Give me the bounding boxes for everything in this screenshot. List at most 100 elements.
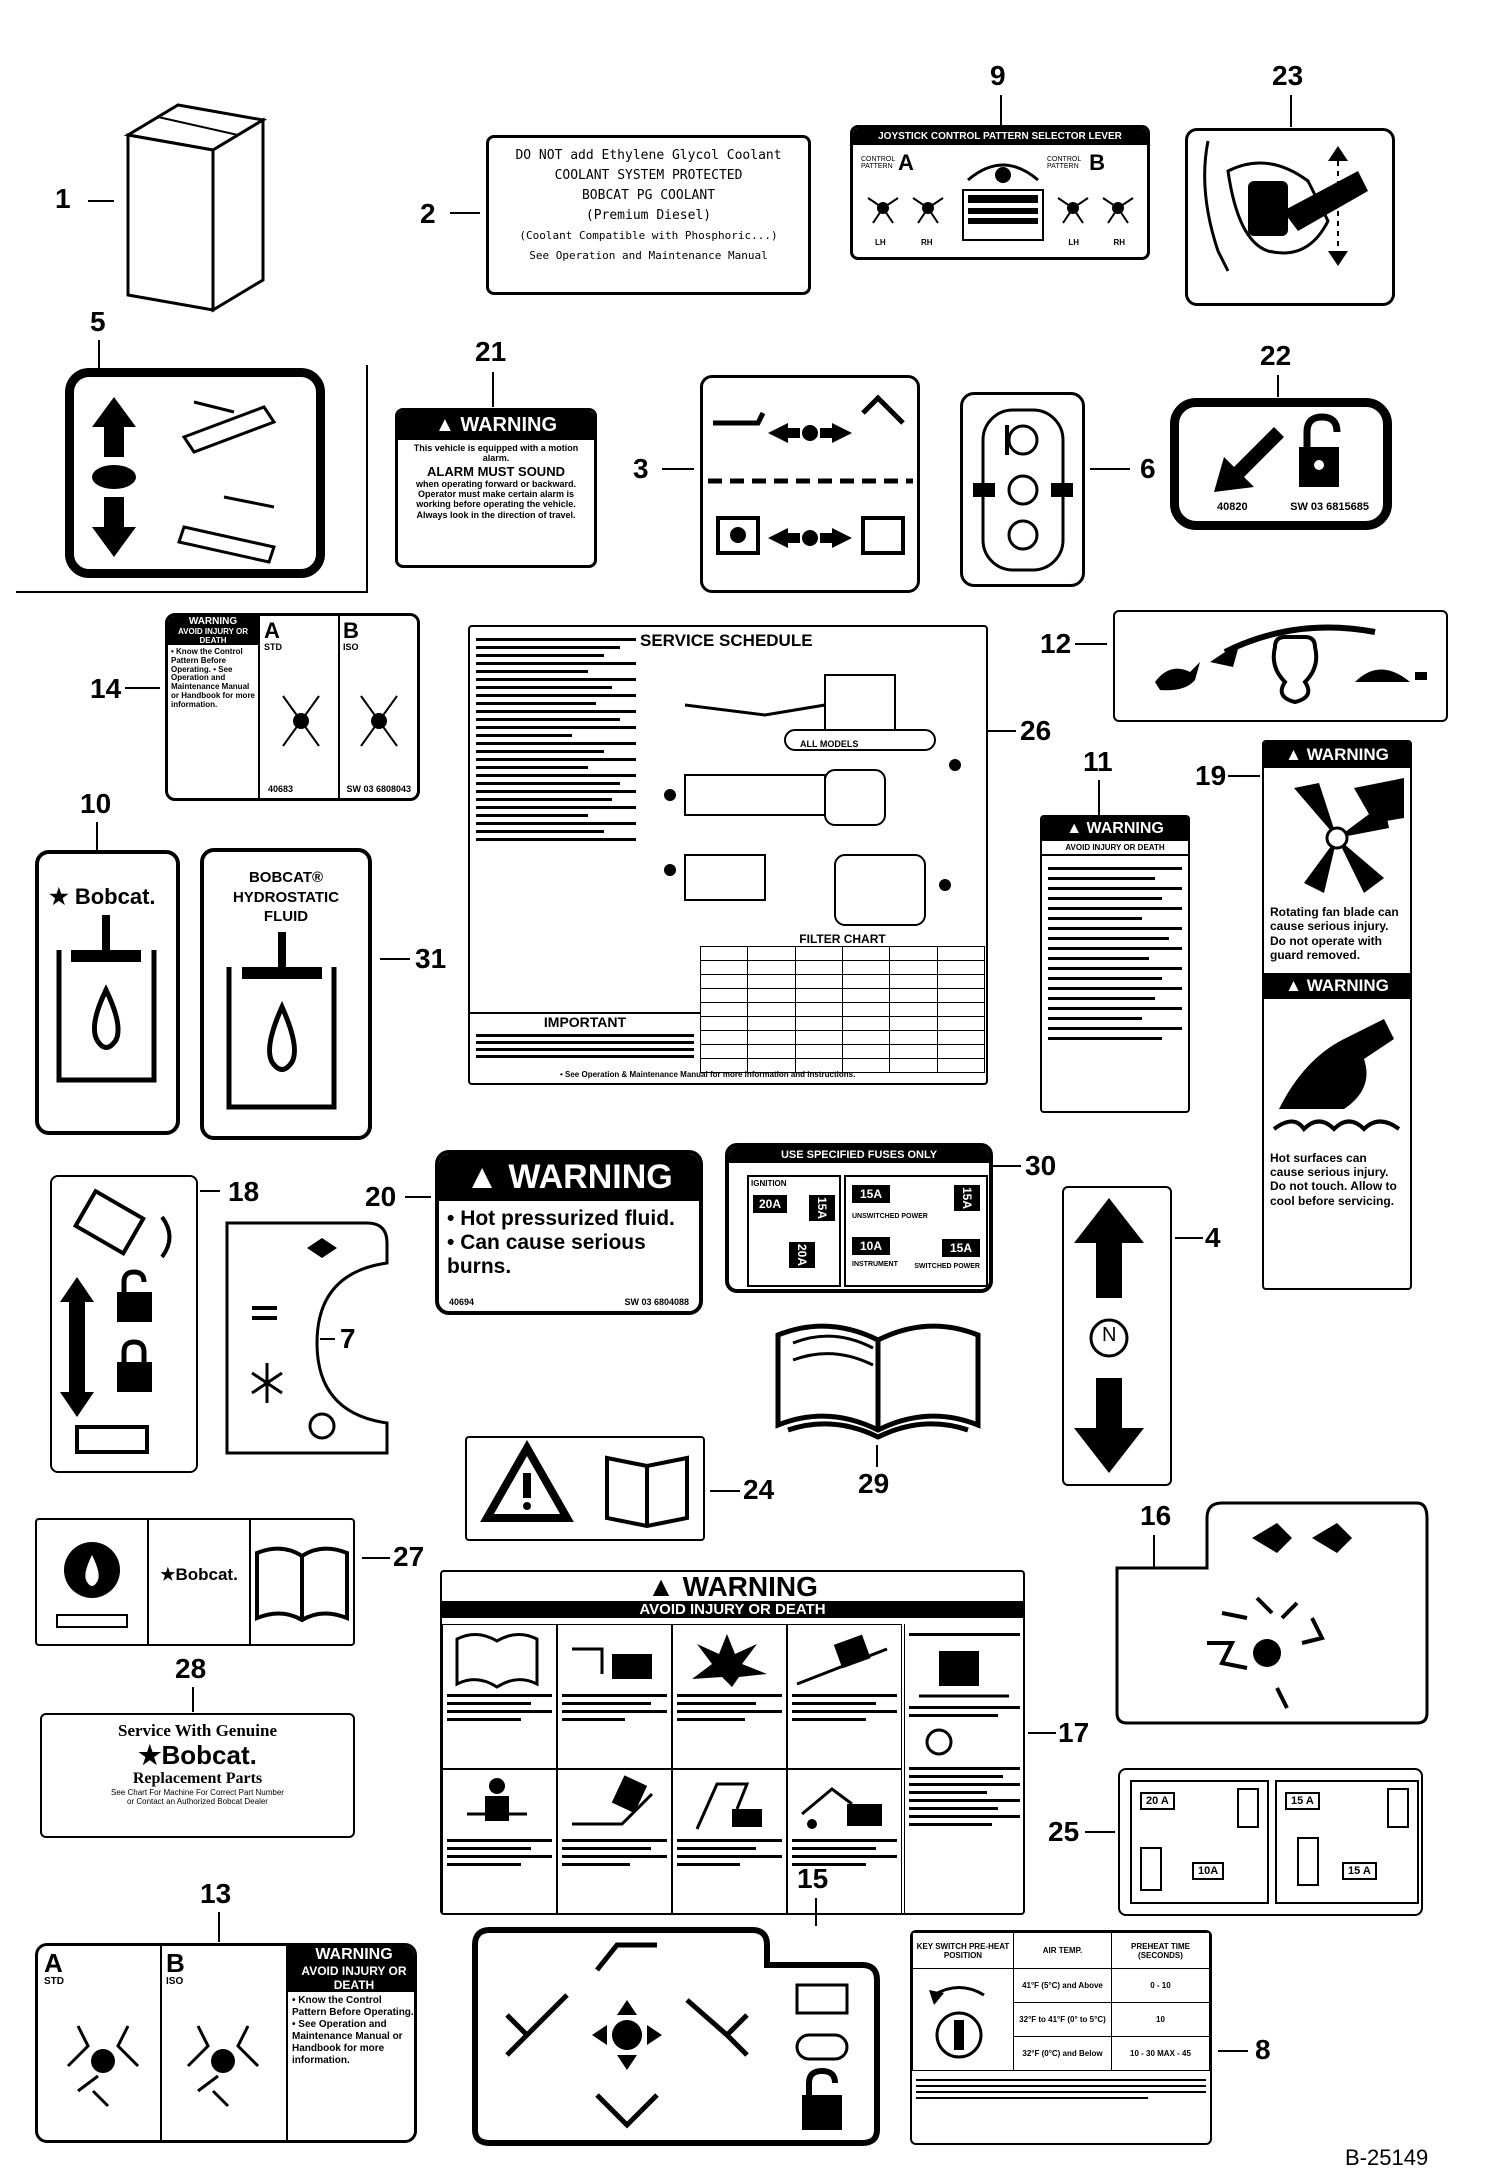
leader-line <box>1085 1831 1115 1833</box>
explosion-icon <box>692 1634 767 1687</box>
coolant-line: (Premium Diesel) <box>585 208 712 223</box>
part-code: 40683 <box>268 784 294 794</box>
warning-text: • Know the Control Pattern Before Operat… <box>292 1995 414 2066</box>
preheat-time-cell: 10 <box>1110 2002 1210 2037</box>
hot-fluid-text: Hot pressurized fluid. <box>460 1207 675 1230</box>
fluid-reservoir-icon <box>56 915 157 1083</box>
callout-28: 28 <box>175 1653 207 1684</box>
leader-line <box>876 1445 878 1467</box>
modification-icon <box>572 1647 652 1679</box>
switch-icon <box>973 408 1073 572</box>
leader-line <box>1277 375 1279 397</box>
control-pattern-lock-icon <box>472 1927 880 2146</box>
switched-label: SWITCHED POWER <box>914 1263 980 1270</box>
joystick-pattern-icon <box>282 695 320 747</box>
warning-subtitle: AVOID INJURY OR DEATH <box>288 1964 414 1992</box>
leader-line <box>218 1912 220 1942</box>
preheat-header: PREHEAT TIME (SECONDS) <box>1110 1932 1210 1969</box>
leader-line <box>88 200 114 202</box>
leader-line <box>993 1165 1021 1167</box>
leave-machine-icon <box>919 1651 1009 1698</box>
drop-off-icon <box>572 1775 654 1826</box>
read-manual-icon <box>455 1633 539 1689</box>
fuse-20a: 20 A <box>1140 1792 1175 1810</box>
callout-23: 23 <box>1272 60 1304 91</box>
leader-line <box>1290 95 1292 127</box>
box-icon <box>123 103 268 313</box>
fuse-15a: 15 A <box>1285 1792 1320 1810</box>
engine-stop-icon <box>925 1728 953 1756</box>
part-code: 40694 <box>449 1297 475 1307</box>
fluid-title: HYDROSTATIC <box>232 888 340 906</box>
lh-label: LH <box>1068 238 1079 247</box>
fuse-10a: 10A <box>1192 1862 1225 1880</box>
leader-line <box>1175 1237 1203 1239</box>
preheat-header: KEY SWITCH PRE-HEAT POSITION <box>912 1932 1014 1969</box>
bobcat-strip-decal: ★Bobcat. <box>35 1518 355 1646</box>
callout-20: 20 <box>365 1181 397 1212</box>
callout-14: 14 <box>90 673 122 704</box>
joystick-hand-decal <box>1185 128 1395 306</box>
bystander-icon <box>801 1787 882 1829</box>
pattern-iso-label: ISO <box>343 642 359 652</box>
fuse-15a: 15A <box>941 1239 980 1257</box>
service-genuine-text: Service With Genuine <box>118 1721 277 1740</box>
lock-unlock-decal <box>50 1175 198 1473</box>
fuse-15a: 15A <box>809 1195 835 1222</box>
unswitched-label: UNSWITCHED POWER <box>852 1213 928 1220</box>
burns-text: Can cause serious burns. <box>447 1231 646 1279</box>
air-temp-cell: 32°F (0°C) and Below <box>1012 2036 1112 2071</box>
genuine-parts-decal: Service With Genuine ★Bobcat. Replacemen… <box>40 1713 355 1838</box>
excavator-service-points-icon <box>664 674 961 926</box>
leader-line <box>362 1557 390 1559</box>
callout-5: 5 <box>90 306 106 337</box>
figure-id: B-25149 <box>1345 2145 1429 2170</box>
coolant-decal: DO NOT add Ethylene Glycol Coolant COOLA… <box>486 135 811 295</box>
joystick-pattern-icon <box>186 2025 260 2108</box>
leader-line <box>815 1898 817 1926</box>
leader-line <box>125 687 160 689</box>
hot-surface-warning-text: Hot surfaces can cause serious injury. D… <box>1270 1150 1397 1208</box>
pattern-a-label: A <box>44 1948 63 1978</box>
boom-arrows-decal <box>65 368 325 578</box>
warning-title: WARNING <box>508 1158 673 1196</box>
filter-chart-title: FILTER CHART <box>799 932 886 946</box>
light-switch-decal-icon <box>225 1221 389 1455</box>
filter-chart-table <box>699 946 986 1073</box>
callout-13: 13 <box>200 1878 232 1909</box>
slope-excavator-icon <box>796 1634 888 1686</box>
warning-title: WARNING <box>460 414 558 436</box>
part-code: SW 03 6804088 <box>624 1297 689 1307</box>
callout-29: 29 <box>858 1468 890 1499</box>
warning-title: WARNING <box>1086 820 1164 837</box>
preheat-table: KEY SWITCH PRE-HEAT POSITION AIR TEMP. P… <box>912 1932 1210 2071</box>
pattern-iso-label: ISO <box>166 1976 184 1987</box>
warning-panel <box>787 1769 902 1913</box>
callout-8: 8 <box>1255 2034 1271 2065</box>
coolant-line: COOLANT SYSTEM PROTECTED <box>554 168 743 183</box>
warning-triangle-icon: ▲ <box>434 414 455 436</box>
callout-9: 9 <box>990 60 1006 91</box>
neutral-label: N <box>1102 1324 1117 1346</box>
pattern-std-label: STD <box>264 642 282 652</box>
callout-30: 30 <box>1025 1150 1057 1181</box>
pattern-std-label: STD <box>44 1976 64 1987</box>
leader-line <box>405 1196 431 1198</box>
callout-11: 11 <box>1083 746 1113 777</box>
utility-lines-icon <box>695 1782 762 1830</box>
warning-triangle-icon: ▲ <box>1285 745 1302 764</box>
callout-18: 18 <box>228 1176 260 1207</box>
leader-line <box>1218 2050 1248 2052</box>
callout-16: 16 <box>1140 1500 1172 1531</box>
fan-hot-surface-warning-decal: ▲ WARNING Rotating fan blade can cause s… <box>1262 740 1412 1290</box>
callout-6: 6 <box>1140 453 1156 484</box>
callout-1: 1 <box>55 183 71 214</box>
alarm-text: when operating forward or backward. Oper… <box>415 478 577 520</box>
warning-panel <box>787 1624 902 1769</box>
pattern-a-label: A <box>898 150 914 175</box>
fluid-title: BOBCAT® <box>248 869 324 886</box>
callout-7: 7 <box>340 1323 356 1354</box>
selector-lever-icon <box>962 163 1044 241</box>
important-title: IMPORTANT <box>543 1014 627 1030</box>
coolant-line: (Coolant Compatible with Phosphoric...) <box>519 229 778 242</box>
